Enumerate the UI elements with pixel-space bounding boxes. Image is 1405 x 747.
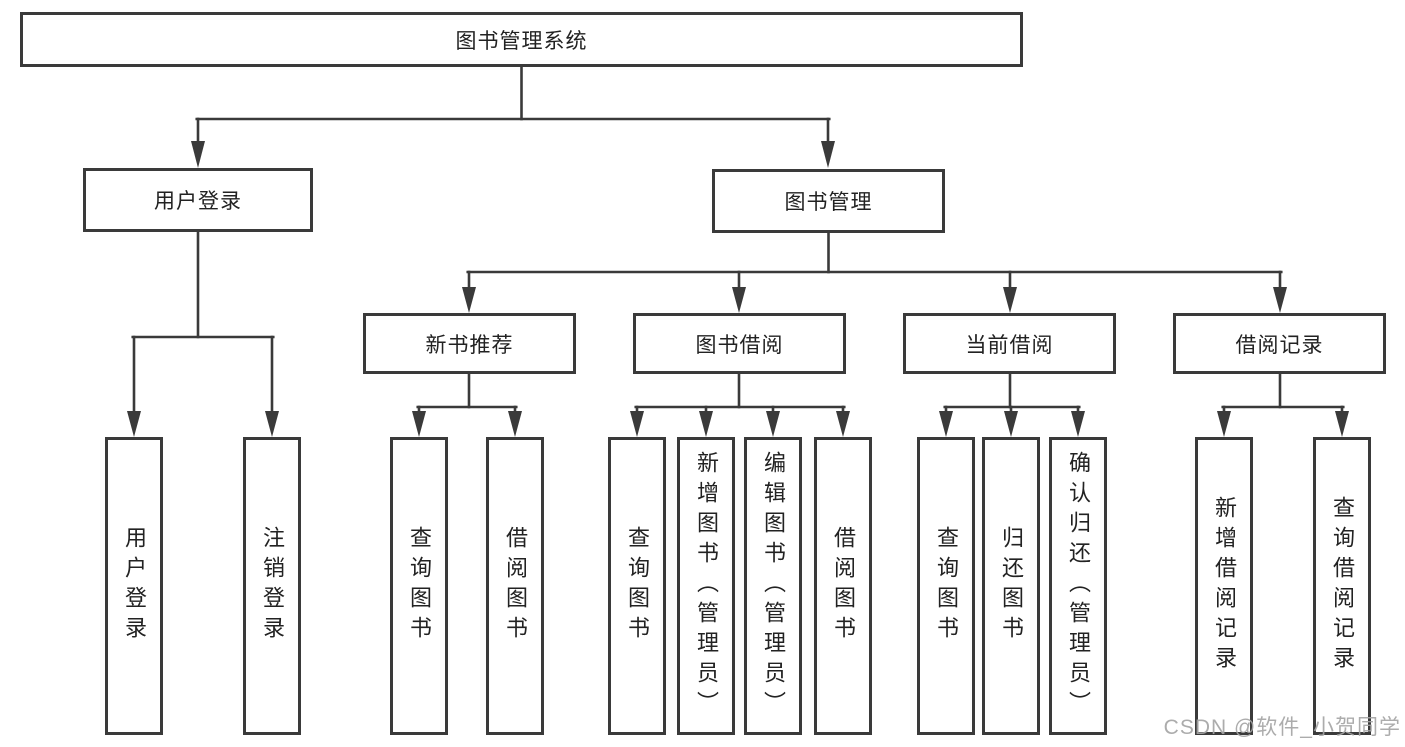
- node-label: 查询图书: [407, 526, 432, 646]
- arrowhead: [766, 411, 780, 437]
- arrowhead: [412, 411, 426, 437]
- arrowhead: [1273, 287, 1287, 313]
- node-label: 归还图书: [999, 526, 1024, 646]
- leaf-user-login: 用户登录: [105, 437, 163, 735]
- node-label: 新增借阅记录: [1212, 496, 1237, 676]
- node-label: 确认归还（管理员）: [1066, 451, 1091, 721]
- leaf-bb-borrow-books: 借阅图书: [814, 437, 872, 735]
- node-label: 借阅记录: [1235, 333, 1324, 357]
- node-book-management: 图书管理: [712, 169, 945, 233]
- leaf-br-add-borrow-record: 新增借阅记录: [1195, 437, 1253, 735]
- leaf-cb-query-books: 查询图书: [917, 437, 975, 735]
- node-label: 注销登录: [260, 526, 285, 646]
- leaf-bb-edit-books-admin: 编辑图书（管理员）: [744, 437, 802, 735]
- arrowhead: [732, 287, 746, 313]
- node-borrow-records: 借阅记录: [1173, 313, 1386, 374]
- leaf-nb-borrow-books: 借阅图书: [486, 437, 544, 735]
- node-label: 借阅图书: [831, 526, 856, 646]
- node-label: 查询图书: [625, 526, 650, 646]
- node-new-book-recommend: 新书推荐: [363, 313, 576, 374]
- arrowhead: [1335, 411, 1349, 437]
- leaf-logout: 注销登录: [243, 437, 301, 735]
- arrowhead: [1003, 287, 1017, 313]
- arrowhead: [699, 411, 713, 437]
- node-label: 当前借阅: [965, 333, 1054, 357]
- leaf-bb-query-books: 查询图书: [608, 437, 666, 735]
- node-label: 图书管理系统: [455, 29, 588, 53]
- node-current-borrowing: 当前借阅: [903, 313, 1116, 374]
- csdn-watermark: CSDN @软件_小贺同学: [1163, 716, 1401, 739]
- arrowhead: [127, 411, 141, 437]
- leaf-cb-confirm-return-admin: 确认归还（管理员）: [1049, 437, 1107, 735]
- arrowhead: [191, 141, 205, 168]
- node-library-system: 图书管理系统: [20, 12, 1023, 67]
- node-label: 新增图书（管理员）: [694, 451, 719, 721]
- node-label: 借阅图书: [503, 526, 528, 646]
- node-label: 图书管理: [784, 191, 873, 214]
- leaf-br-query-borrow-record: 查询借阅记录: [1313, 437, 1371, 735]
- arrowhead: [821, 141, 835, 168]
- node-label: 新书推荐: [425, 333, 514, 357]
- node-book-borrowing: 图书借阅: [633, 313, 846, 374]
- node-label: 图书借阅: [695, 333, 784, 357]
- node-label: 查询借阅记录: [1330, 496, 1355, 676]
- arrowhead: [939, 411, 953, 437]
- leaf-cb-return-books: 归还图书: [982, 437, 1040, 735]
- node-label: 查询图书: [934, 526, 959, 646]
- leaf-nb-query-books: 查询图书: [390, 437, 448, 735]
- arrowhead: [836, 411, 850, 437]
- arrowhead: [265, 411, 279, 437]
- leaf-bb-add-books-admin: 新增图书（管理员）: [677, 437, 735, 735]
- arrowhead: [508, 411, 522, 437]
- arrowhead: [462, 287, 476, 313]
- arrowhead: [1217, 411, 1231, 437]
- node-label: 用户登录: [154, 190, 242, 213]
- arrowhead: [630, 411, 644, 437]
- node-user-login: 用户登录: [83, 168, 313, 232]
- arrowhead: [1004, 411, 1018, 437]
- arrowhead: [1071, 411, 1085, 437]
- node-label: 编辑图书（管理员）: [761, 451, 786, 721]
- node-label: 用户登录: [122, 526, 147, 646]
